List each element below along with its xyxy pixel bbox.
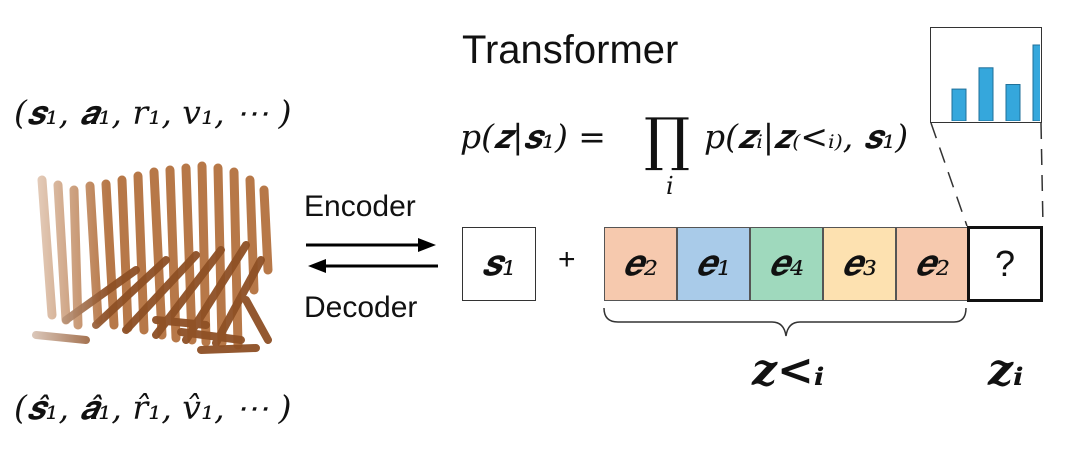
reconstructed-tuple: (𝒔̂₁, 𝒂̂₁, r̂₁, v̂₁, ⋯ ) — [14, 388, 292, 427]
product-index: i — [666, 172, 674, 200]
product-symbol: ∏ — [644, 105, 691, 173]
z-less-than-i-label: 𝒛<ᵢ — [752, 345, 825, 396]
query-token-box: ? — [967, 226, 1043, 302]
token-label: 𝒆₁ — [695, 243, 732, 284]
encoder-decoder-arrows — [306, 238, 438, 273]
token-label: 𝒆₂ — [914, 243, 951, 284]
state-token-box: 𝒔₁ — [462, 227, 536, 301]
token-label: 𝒆₃ — [841, 243, 878, 284]
decoder-arrow-icon — [308, 259, 438, 273]
token-box: 𝒆₃ — [823, 227, 896, 301]
input-tuple: (𝒔₁, 𝒂₁, r₁, v₁, ⋯ ) — [14, 93, 292, 132]
histogram-bar — [951, 88, 967, 122]
distribution-histogram — [930, 27, 1048, 123]
token-label: 𝒆₂ — [622, 243, 659, 284]
formula-rhs: p(𝒛ᵢ|𝒛₍<ᵢ₎, 𝒔₁) — [704, 117, 909, 156]
state-token-label: 𝒔₁ — [481, 243, 517, 284]
brace-icon — [603, 307, 967, 337]
decoder-label: Decoder — [304, 291, 418, 324]
token-box: 𝒆₂ — [604, 227, 677, 301]
token-box: 𝒆₄ — [750, 227, 823, 301]
dashed-connector-right — [1040, 122, 1044, 227]
token-label: 𝒆₄ — [768, 243, 805, 284]
histogram-svg — [951, 44, 1048, 122]
histogram-bar — [1032, 44, 1048, 122]
encoder-label: Encoder — [304, 190, 416, 223]
token-box: 𝒆₁ — [677, 227, 750, 301]
formula-lhs: p(𝒛|𝒔₁) = — [460, 117, 606, 156]
dashed-connector-left — [930, 122, 968, 227]
title: Transformer — [462, 28, 679, 72]
query-token-label: ? — [994, 243, 1016, 284]
plus-sign: + — [558, 243, 576, 276]
encoder-arrow-icon — [306, 238, 436, 252]
token-box: 𝒆₂ — [896, 227, 969, 301]
histogram-bar — [1005, 84, 1021, 122]
z-i-label: 𝒛ᵢ — [988, 345, 1024, 396]
histogram-bar — [978, 67, 994, 122]
walker-trajectory-illustration — [6, 150, 296, 380]
